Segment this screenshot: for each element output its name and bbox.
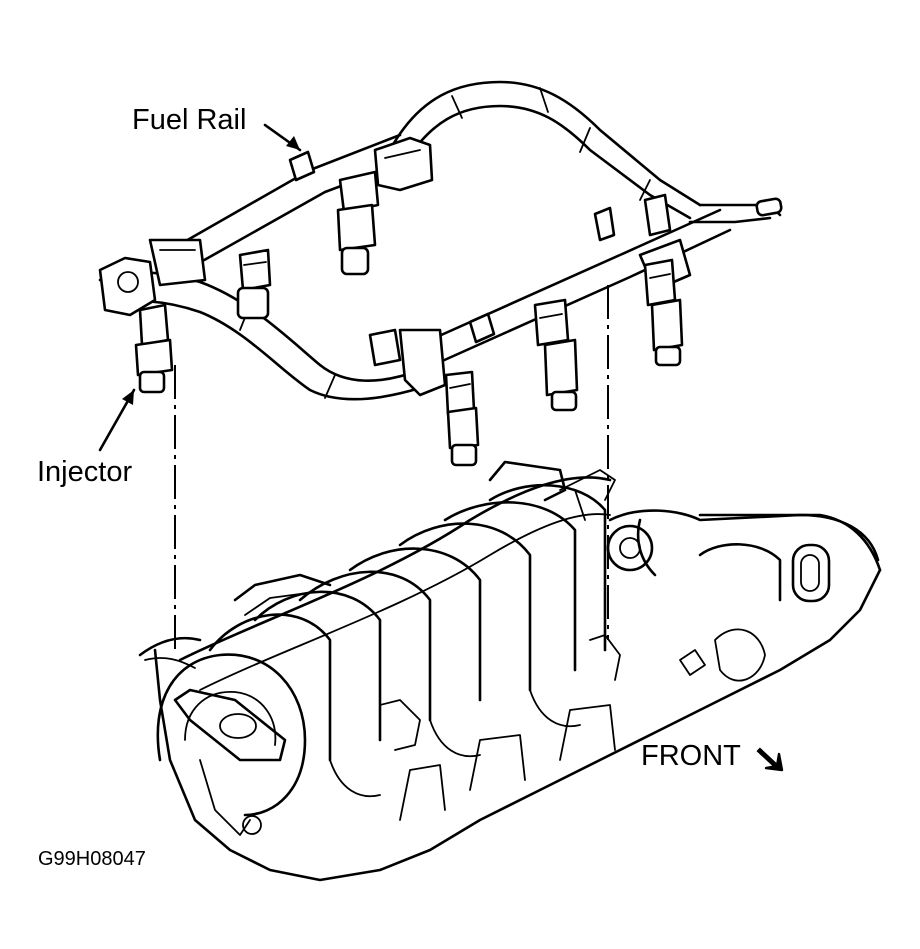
leader-arrow-icon — [98, 123, 302, 452]
intake-manifold — [138, 460, 882, 882]
fuel-rail-label: Fuel Rail — [132, 104, 247, 136]
alignment-lines — [174, 285, 609, 650]
arrow-down-right-icon — [756, 747, 784, 772]
figure-code: G99H08047 — [38, 848, 146, 870]
injector-rear-3 — [336, 170, 380, 276]
injector-rear-2 — [236, 248, 272, 320]
front-direction-label: FRONT — [641, 740, 741, 772]
injectors — [134, 170, 684, 467]
injector-front-3 — [643, 258, 684, 367]
injector-front-2 — [533, 298, 579, 412]
injector-rear-1 — [134, 303, 174, 394]
injector-front-1 — [444, 370, 480, 467]
injector-label: Injector — [37, 456, 133, 488]
